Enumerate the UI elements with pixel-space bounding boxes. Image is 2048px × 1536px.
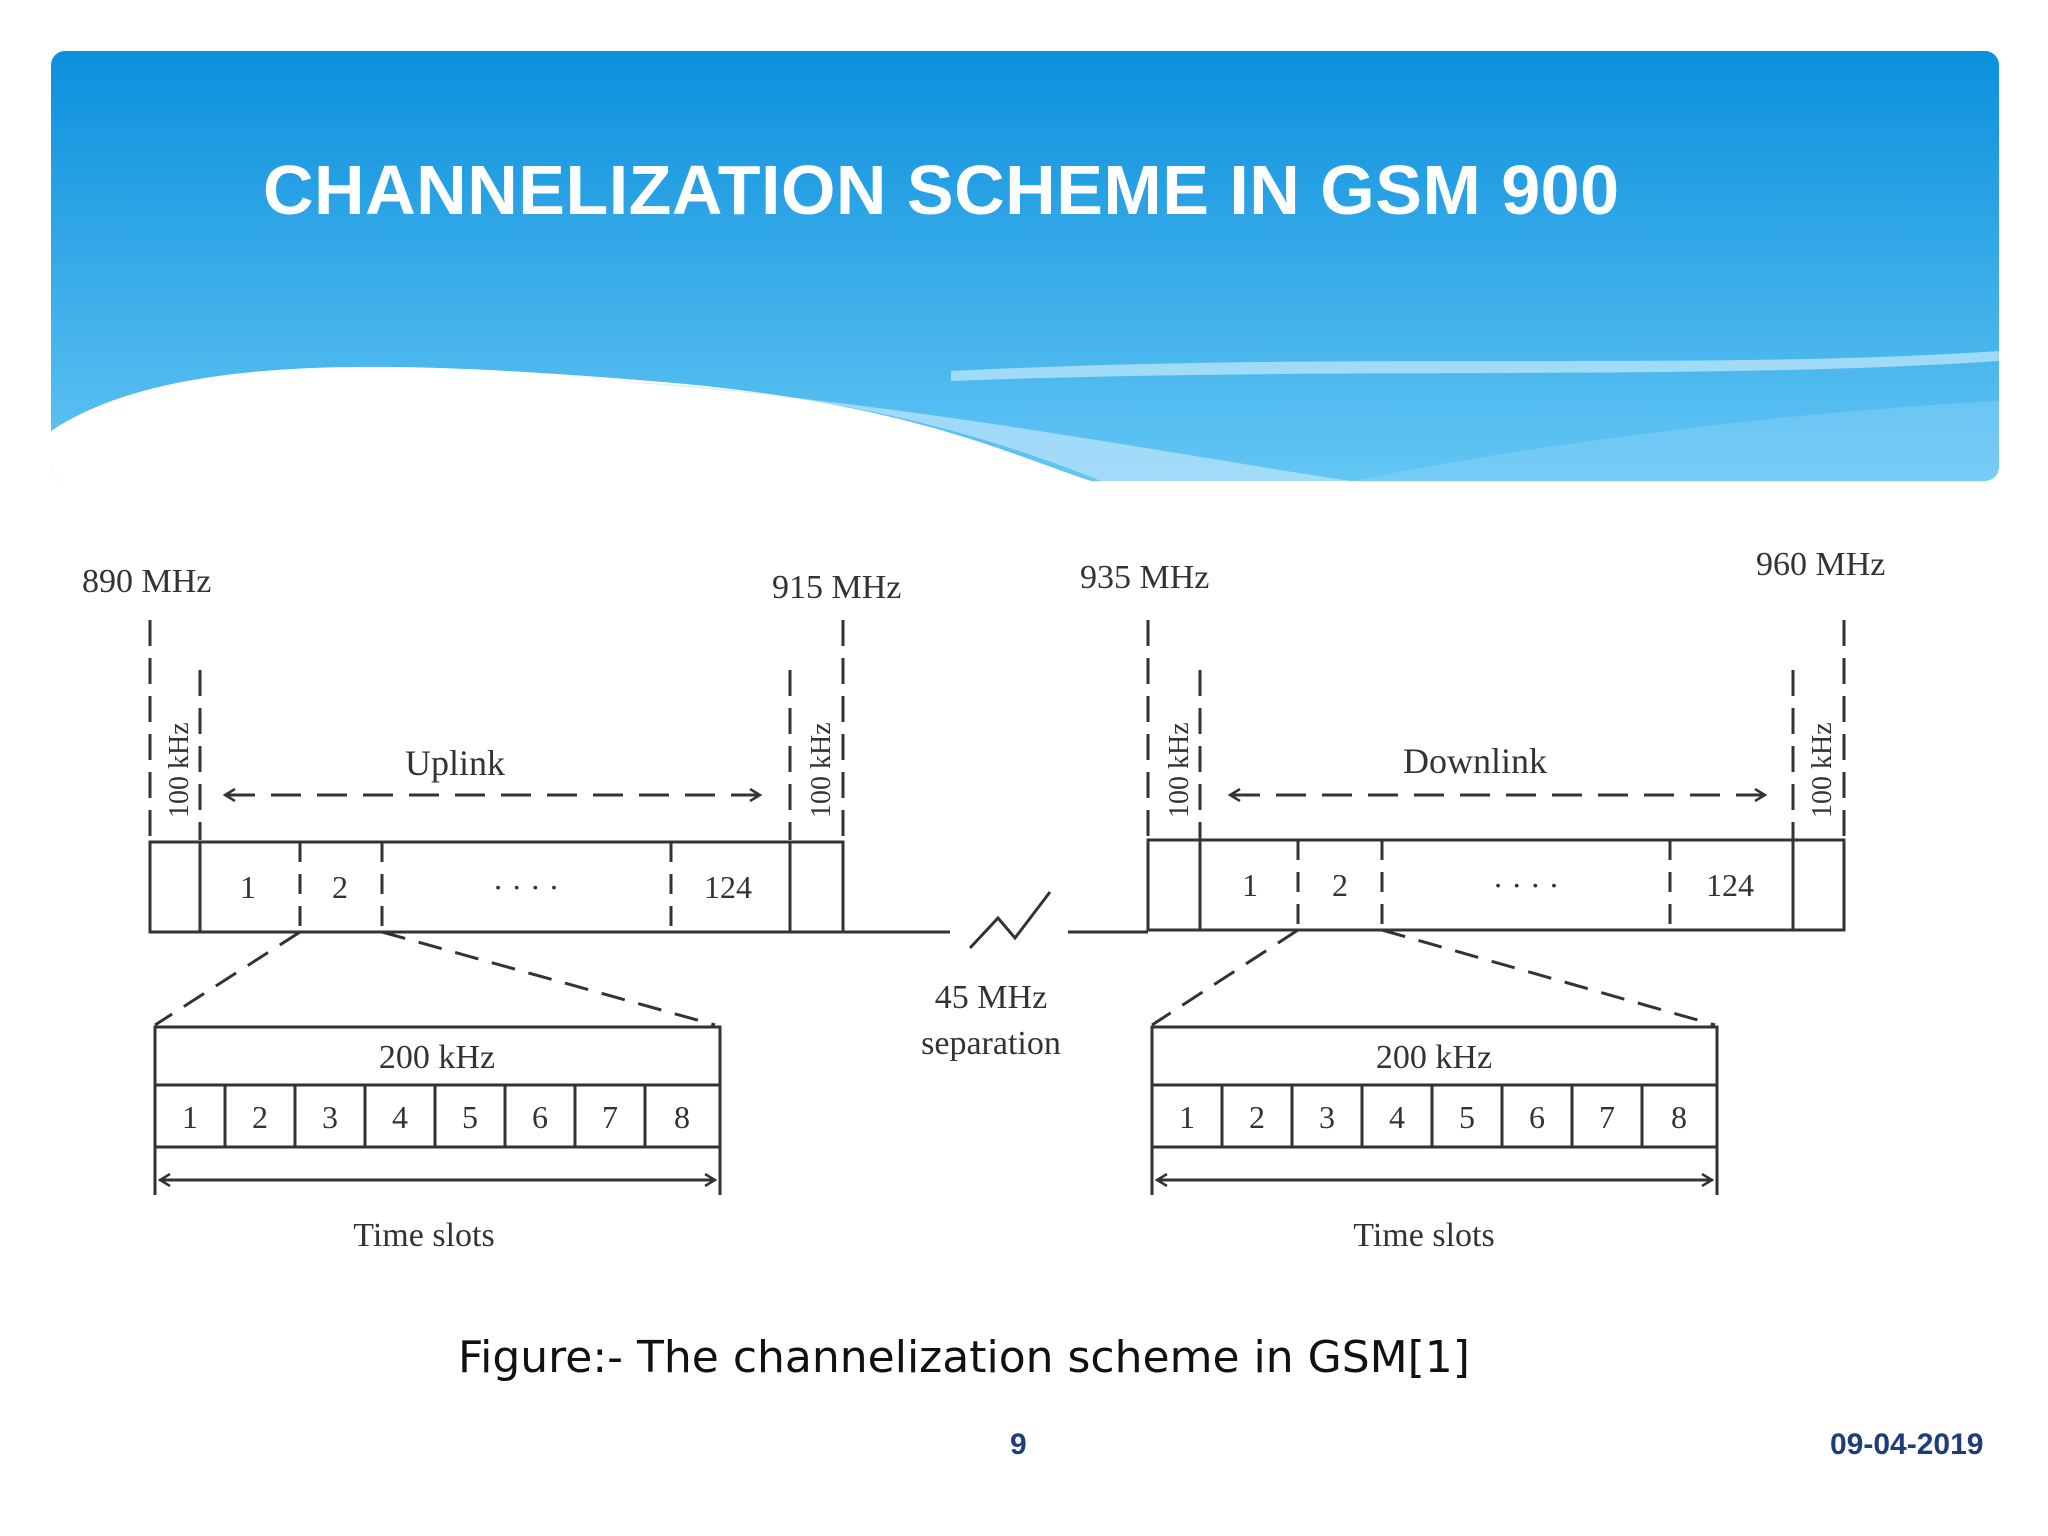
downlink-slots-label: Time slots (1353, 1217, 1494, 1254)
downlink-slot-5: 5 (1459, 1099, 1475, 1135)
uplink-slot-1: 1 (182, 1099, 198, 1135)
uplink-guard-right: 100 kHz (806, 722, 837, 818)
downlink-channel-2: 2 (1332, 867, 1348, 903)
gsm-channelization-diagram: 890 MHz 915 MHz 100 kHz 100 kHz Uplink 1… (82, 546, 1885, 1254)
downlink-slot-1: 1 (1179, 1099, 1195, 1135)
page-number: 9 (1010, 1428, 1027, 1461)
downlink-slot-4: 4 (1389, 1099, 1405, 1135)
slide-date: 09-04-2019 (1830, 1428, 1984, 1461)
downlink-channel-ellipsis: · · · · (1493, 867, 1560, 903)
uplink-slot-8: 8 (674, 1099, 690, 1135)
downlink-start-freq: 935 MHz (1080, 559, 1209, 596)
downlink-slot-6: 6 (1529, 1099, 1545, 1135)
separation-value: 45 MHz (935, 979, 1047, 1016)
uplink-guard-left: 100 kHz (164, 722, 195, 818)
uplink-slot-4: 4 (392, 1099, 408, 1135)
uplink-end-freq: 915 MHz (772, 569, 901, 606)
downlink-guard-left: 100 kHz (1164, 722, 1195, 818)
uplink-channel-124: 124 (704, 869, 752, 905)
downlink-slot-8: 8 (1671, 1099, 1687, 1135)
downlink-end-freq: 960 MHz (1756, 546, 1885, 583)
downlink-channel-1: 1 (1242, 867, 1258, 903)
uplink-channel-1: 1 (240, 869, 256, 905)
uplink-slot-5: 5 (462, 1099, 478, 1135)
uplink-slot-2: 2 (252, 1099, 268, 1135)
slide-title: CHANNELIZATION SCHEME IN GSM 900 (263, 151, 1620, 229)
downlink-slot-7: 7 (1599, 1099, 1615, 1135)
uplink-slot-7: 7 (602, 1099, 618, 1135)
figure-caption: Figure:- The channelization scheme in GS… (458, 1332, 1470, 1383)
uplink-slot-6: 6 (532, 1099, 548, 1135)
downlink-channel-124: 124 (1706, 867, 1754, 903)
uplink-start-freq: 890 MHz (82, 563, 211, 600)
downlink-slot-3: 3 (1319, 1099, 1335, 1135)
uplink-slot-3: 3 (322, 1099, 338, 1135)
downlink-slot-2: 2 (1249, 1099, 1265, 1135)
uplink-label: Uplink (405, 743, 505, 783)
uplink-channel-2: 2 (332, 869, 348, 905)
uplink-carrier-label: 200 kHz (379, 1039, 495, 1076)
downlink-carrier-label: 200 kHz (1376, 1039, 1492, 1076)
downlink-guard-right: 100 kHz (1807, 722, 1838, 818)
separation-label: separation (921, 1025, 1061, 1062)
downlink-label: Downlink (1403, 741, 1547, 781)
header-banner (51, 51, 1999, 481)
uplink-slots-label: Time slots (353, 1217, 494, 1254)
uplink-channel-ellipsis: · · · · (493, 869, 560, 905)
